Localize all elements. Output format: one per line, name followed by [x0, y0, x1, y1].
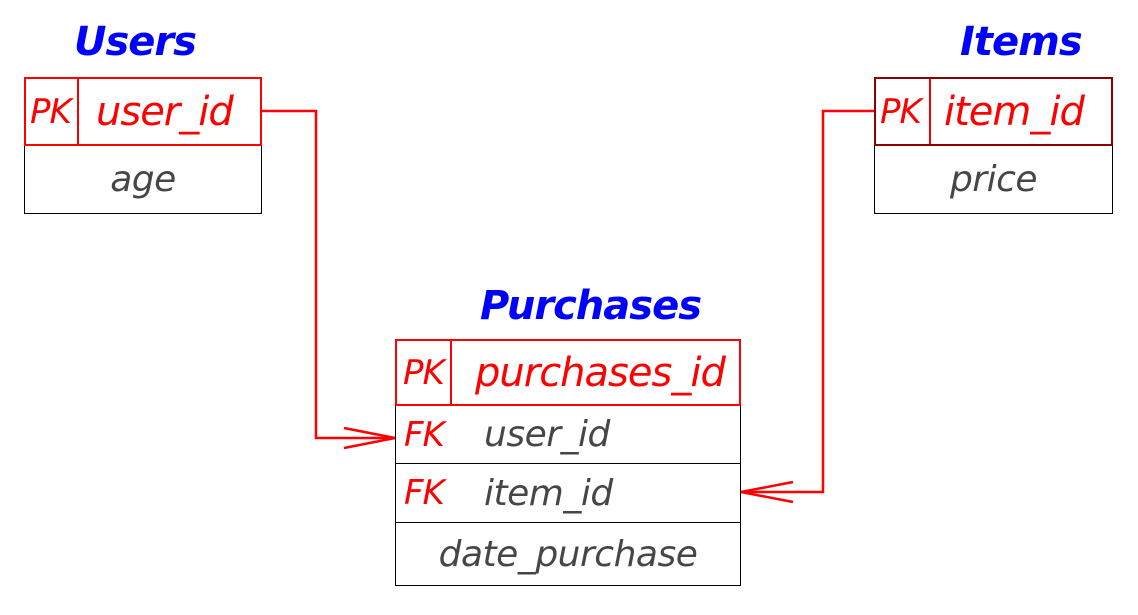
users-table: PK user_id age	[24, 77, 262, 214]
purchases-fk-row-item: FK item_id	[395, 464, 741, 523]
purchases-attr-date-purchase: date_purchase	[438, 533, 698, 575]
arrowhead-items-to-purchases	[740, 480, 794, 504]
items-pk-row: PK item_id	[874, 77, 1113, 146]
purchases-fk-row-user: FK user_id	[395, 406, 741, 464]
users-table-title: Users	[74, 19, 197, 65]
items-attr-price: price	[949, 159, 1038, 200]
purchases-pk-field: purchases_id	[475, 349, 726, 396]
purchases-pk-label: PK	[403, 352, 445, 393]
users-pk-label: PK	[30, 91, 72, 132]
users-attr-row-age: age	[24, 146, 262, 214]
items-pk-label: PK	[880, 91, 922, 132]
items-pk-field: item_id	[944, 88, 1085, 135]
users-pk-row: PK user_id	[24, 77, 262, 146]
arrowhead-users-to-purchases	[343, 426, 396, 450]
items-table-title: Items	[960, 19, 1083, 65]
purchases-fk-label-user: FK	[404, 414, 445, 455]
users-pk-divider	[77, 79, 79, 144]
purchases-table-title: Purchases	[480, 283, 702, 329]
items-table: PK item_id price	[874, 77, 1113, 214]
purchases-pk-divider	[450, 341, 452, 404]
connector-items-to-purchases	[741, 109, 874, 494]
purchases-pk-row: PK purchases_id	[395, 339, 741, 406]
items-pk-divider	[929, 79, 931, 144]
purchases-attr-row-date: date_purchase	[395, 523, 741, 586]
purchases-fk-label-item: FK	[404, 473, 445, 513]
purchases-table: PK purchases_id FK user_id FK item_id da…	[395, 339, 741, 586]
items-attr-row-price: price	[874, 146, 1113, 214]
purchases-fk-user-id: user_id	[484, 414, 610, 455]
users-attr-age: age	[110, 159, 176, 200]
connector-users-to-purchases	[262, 109, 395, 440]
users-pk-field: user_id	[96, 88, 234, 135]
purchases-fk-item-id: item_id	[484, 472, 613, 514]
